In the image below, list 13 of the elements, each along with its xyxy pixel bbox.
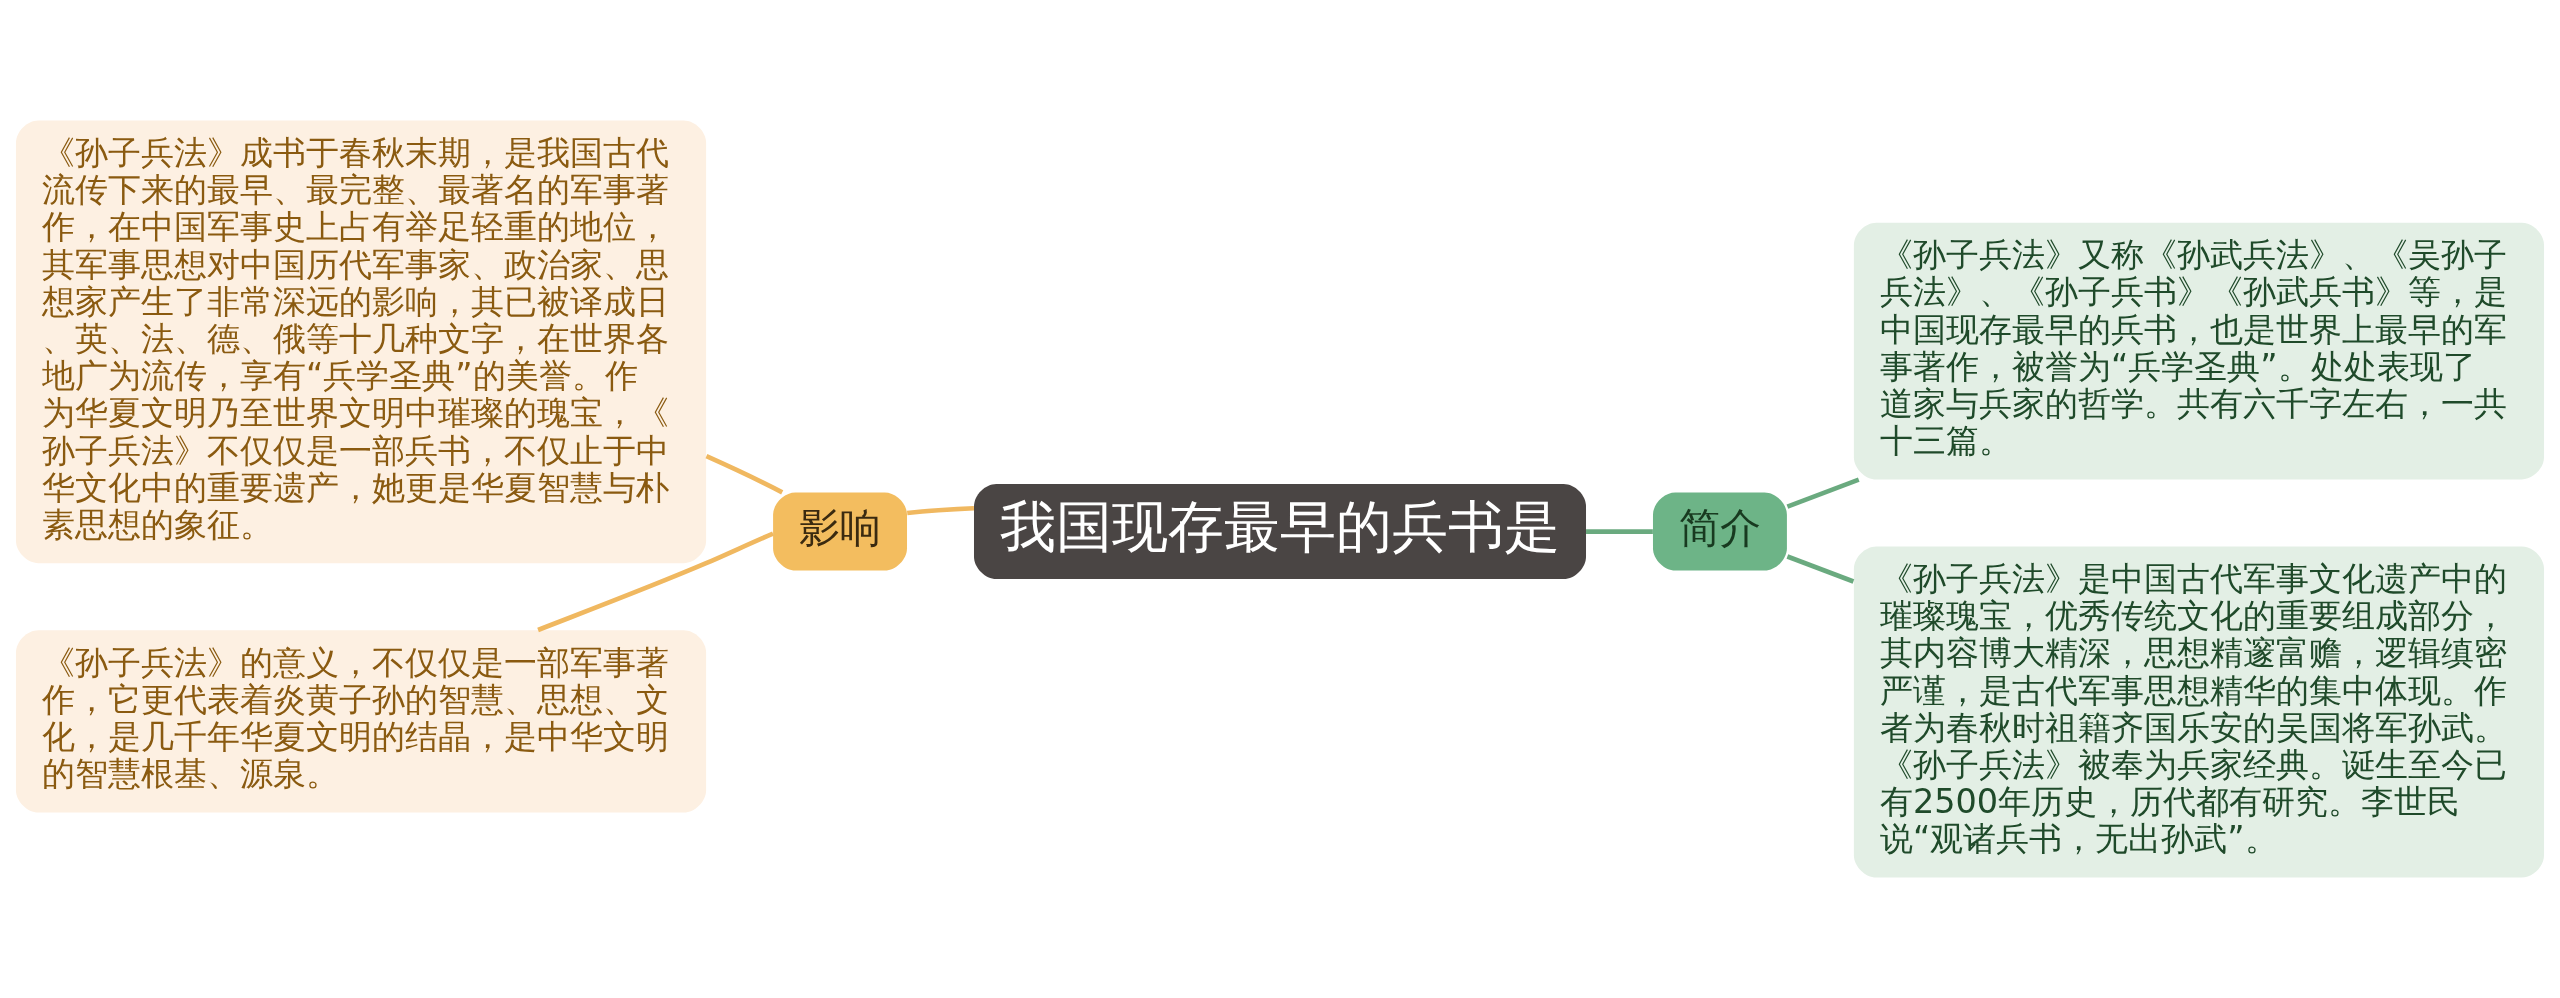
connector (1786, 477, 1860, 509)
node-box: 简介 (1653, 492, 1787, 571)
node-box: 我国现存最早的兵书是 (974, 484, 1586, 579)
node-box: 《孙子兵法》是中国古代军事文化遗产中的璀璨瑰宝，优秀传统文化的重要组成部分，其内容博大精深，思想精邃富赡，逻辑缜密严谨，是古代军事思想精华的集中体现。作者为春秋时祖籍齐国乐安的吴国将军孙武。《孙子兵法》被奉为兵家经典。诞生至今已有2500年历史，历代都有研究。李世民说“观诸兵书，无出孙武”。 (1853, 546, 2545, 878)
connector (907, 505, 975, 516)
node-box: 《孙子兵法》的意义，不仅仅是一部军事著作，它更代表着炎黄子孙的智慧、思想、文化，是几千年华夏文明的结晶，是中华文明的智慧根基、源泉。 (15, 630, 707, 813)
node-box: 《孙子兵法》又称《孙武兵法》、《吴孙子兵法》、《孙子兵书》《孙武兵书》等，是中国现存最早的兵书，也是世界上最早的军事著作，被誉为“兵学圣典”。处处表现了道家与兵家的哲学。共有六千字左右，一共十三篇。 (1853, 222, 2545, 480)
connector (1786, 554, 1855, 584)
connector (1586, 529, 1653, 534)
node-box: 影响 (773, 492, 907, 571)
connector (537, 531, 774, 633)
node-box: 《孙子兵法》成书于春秋末期，是我国古代流传下来的最早、最完整、最著名的军事著作，在中国军事史上占有举足轻重的地位，其军事思想对中国历代军事家、政治家、思想家产生了非常深远的影响，其已被译成日、英、法、德、俄等十几种文字，在世界各地广为流传，享有“兵学圣典”的美誉。作为华夏文明乃至世界文明中璀璨的瑰宝，《孙子兵法》不仅仅是一部兵书，不仅止于中华文化中的重要遗产，她更是华夏智慧与朴素思想的象征。 (15, 120, 707, 564)
connector (705, 454, 784, 495)
